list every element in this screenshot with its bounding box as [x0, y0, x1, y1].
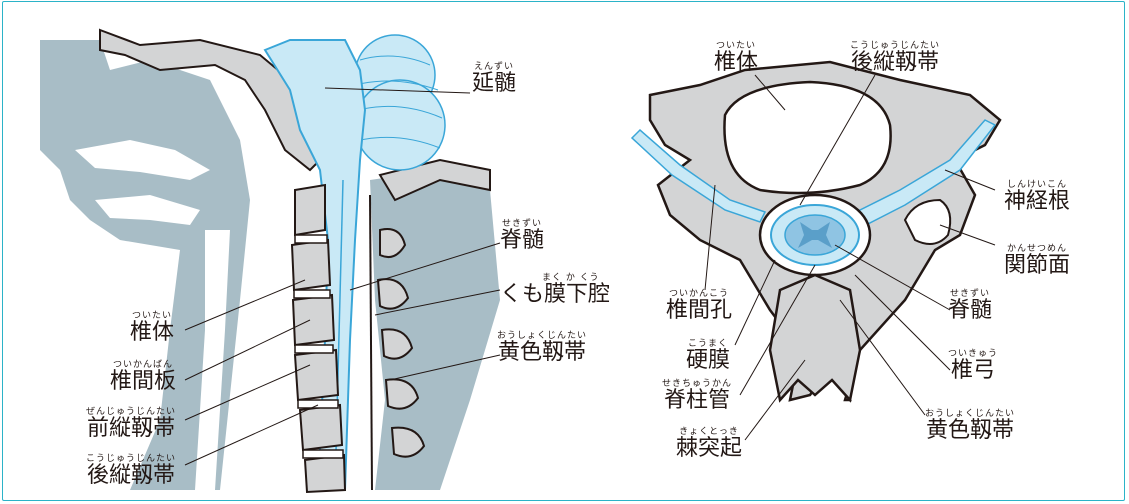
label-axial-vertebral-body-text: 椎体	[714, 52, 758, 74]
label-dura: こうまく 硬膜	[686, 340, 730, 372]
label-disc: ついかんばん 椎間板	[110, 361, 176, 393]
label-disc-text: 椎間板	[110, 371, 176, 393]
label-axial-ligamentum-flavum-text: 黄色靱帯	[925, 420, 1015, 442]
label-facet-text: 関節面	[1004, 255, 1070, 277]
label-all-text: 前縦靱帯	[86, 418, 176, 440]
label-spinal-cord-text: 脊髄	[500, 230, 544, 252]
label-spinal-cord: せきずい 脊髄	[500, 220, 544, 252]
label-axial-ligamentum-flavum: おうしょくじんたい 黄色靱帯	[925, 410, 1015, 442]
label-pll: こうじゅうじんたい 後縦靱帯	[86, 455, 176, 487]
label-pll-text: 後縦靱帯	[86, 465, 176, 487]
label-spinous-text: 棘突起	[676, 438, 742, 460]
label-medulla-text: 延髄	[472, 73, 516, 95]
label-all: ぜんじゅうじんたい 前縦靱帯	[86, 408, 176, 440]
label-lamina: ついきゅう 椎弓	[948, 350, 998, 382]
label-medulla: えんずい 延髄	[472, 63, 516, 95]
posterior-wall	[370, 195, 372, 490]
label-vertebral-body-text: 椎体	[130, 322, 174, 344]
label-lamina-text: 椎弓	[948, 360, 998, 382]
label-axial-spinal-cord-text: 脊髄	[948, 300, 992, 322]
axial-spinous-process	[770, 275, 860, 400]
label-vertebral-body: ついたい 椎体	[130, 312, 174, 344]
label-axial-pll: こうじゅうじんたい 後縦靱帯	[850, 42, 940, 74]
label-axial-vertebral-body: ついたい 椎体	[714, 42, 758, 74]
label-spinous: きょくとっき 棘突起	[676, 428, 742, 460]
label-axial-pll-text: 後縦靱帯	[850, 52, 940, 74]
label-canal: せきちゅうかん 脊柱管	[662, 380, 732, 412]
cerebellum	[355, 35, 445, 170]
label-axial-spinal-cord: せきずい 脊髄	[948, 290, 992, 322]
label-subarachnoid: まく か くう くも膜下腔	[500, 274, 610, 306]
label-foramen: ついかんこう 椎間孔	[666, 290, 732, 322]
label-canal-text: 脊柱管	[662, 390, 732, 412]
label-ligamentum-flavum-text: 黄色靱帯	[497, 342, 587, 364]
label-subarachnoid-text: くも膜下腔	[500, 284, 610, 306]
axial-vertebral-body	[724, 82, 890, 193]
label-dura-text: 硬膜	[686, 350, 730, 372]
label-nerve-root-text: 神経根	[1004, 191, 1070, 213]
label-facet: かんせつめん 関節面	[1004, 245, 1070, 277]
label-foramen-text: 椎間孔	[666, 300, 732, 322]
label-nerve-root: しんけいこん 神経根	[1004, 181, 1070, 213]
label-ligamentum-flavum: おうしょくじんたい 黄色靱帯	[497, 332, 587, 364]
